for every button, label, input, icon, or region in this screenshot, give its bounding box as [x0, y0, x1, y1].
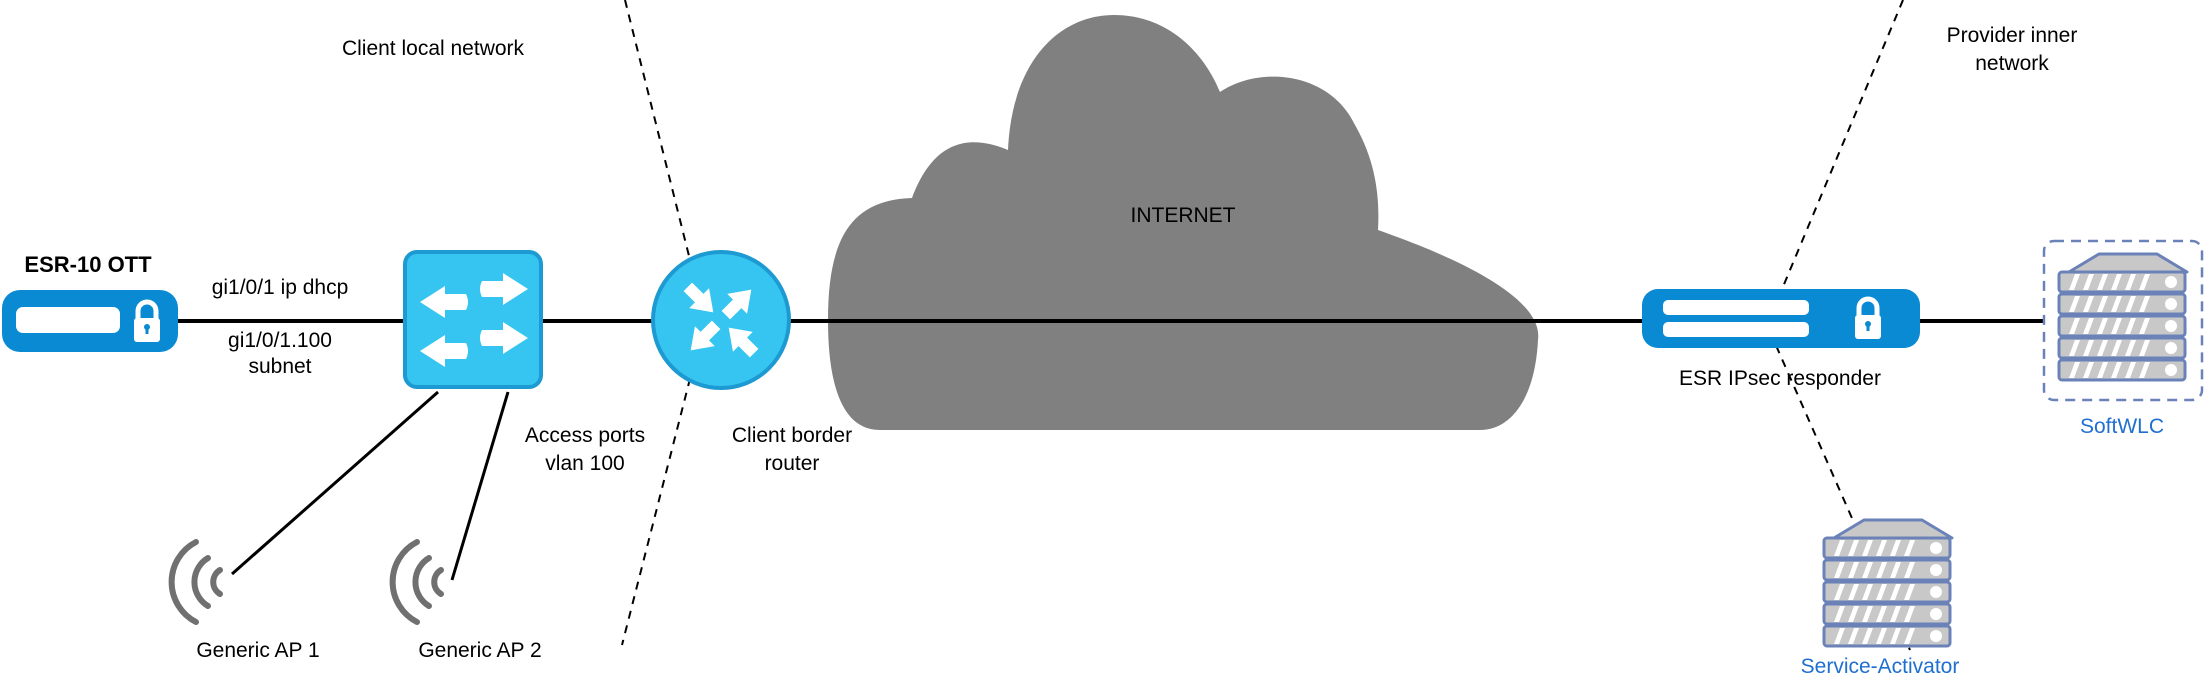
provider-network-label-line2: network — [1975, 52, 2049, 75]
esr10-uplink-label: gi1/0/1 ip dhcp — [212, 276, 349, 299]
esr10-subif-label-line1: gi1/0/1.100 — [228, 329, 332, 352]
softwlc-server[interactable] — [2042, 239, 2204, 402]
ap1-device[interactable] — [172, 542, 220, 622]
switch-device[interactable] — [403, 250, 543, 389]
server-rack-icon — [1822, 518, 1954, 648]
ap2-device[interactable] — [393, 542, 441, 622]
switch-label-line1: Access ports — [525, 424, 645, 447]
provider-network-label-line1: Provider inner — [1947, 24, 2078, 47]
router-device[interactable] — [651, 250, 791, 390]
client-boundary-line — [621, 0, 707, 646]
internet-cloud — [828, 15, 1539, 430]
switch-label-line2: vlan 100 — [545, 452, 624, 475]
esr10-subif-label-line2: subnet — [248, 355, 311, 378]
router-label-line1: Client border — [732, 424, 852, 447]
ap2-label: Generic AP 2 — [418, 639, 541, 662]
link-switch-ap1 — [231, 390, 439, 576]
server-rack-icon — [2057, 252, 2189, 382]
softwlc-label: SoftWLC — [2080, 415, 2164, 438]
link-switch-ap2 — [450, 391, 510, 581]
internet-label: INTERNET — [1131, 204, 1236, 227]
client-local-network-label: Client local network — [342, 37, 525, 60]
wireless-signal-icon — [393, 542, 441, 622]
service-activator-server[interactable] — [1822, 518, 1954, 648]
esr-responder-device[interactable] — [1642, 289, 1920, 348]
router-label-line2: router — [765, 452, 820, 475]
ap1-label: Generic AP 1 — [196, 639, 319, 662]
router-arrows-icon — [651, 250, 791, 390]
esr10-label: ESR-10 OTT — [24, 252, 152, 277]
switch-arrows-icon — [403, 250, 543, 389]
esr10-device[interactable] — [2, 290, 178, 352]
service-activator-label: Service-Activator — [1801, 655, 1960, 678]
wireless-signal-icon — [172, 542, 220, 622]
esr-responder-label: ESR IPsec responder — [1679, 367, 1881, 390]
